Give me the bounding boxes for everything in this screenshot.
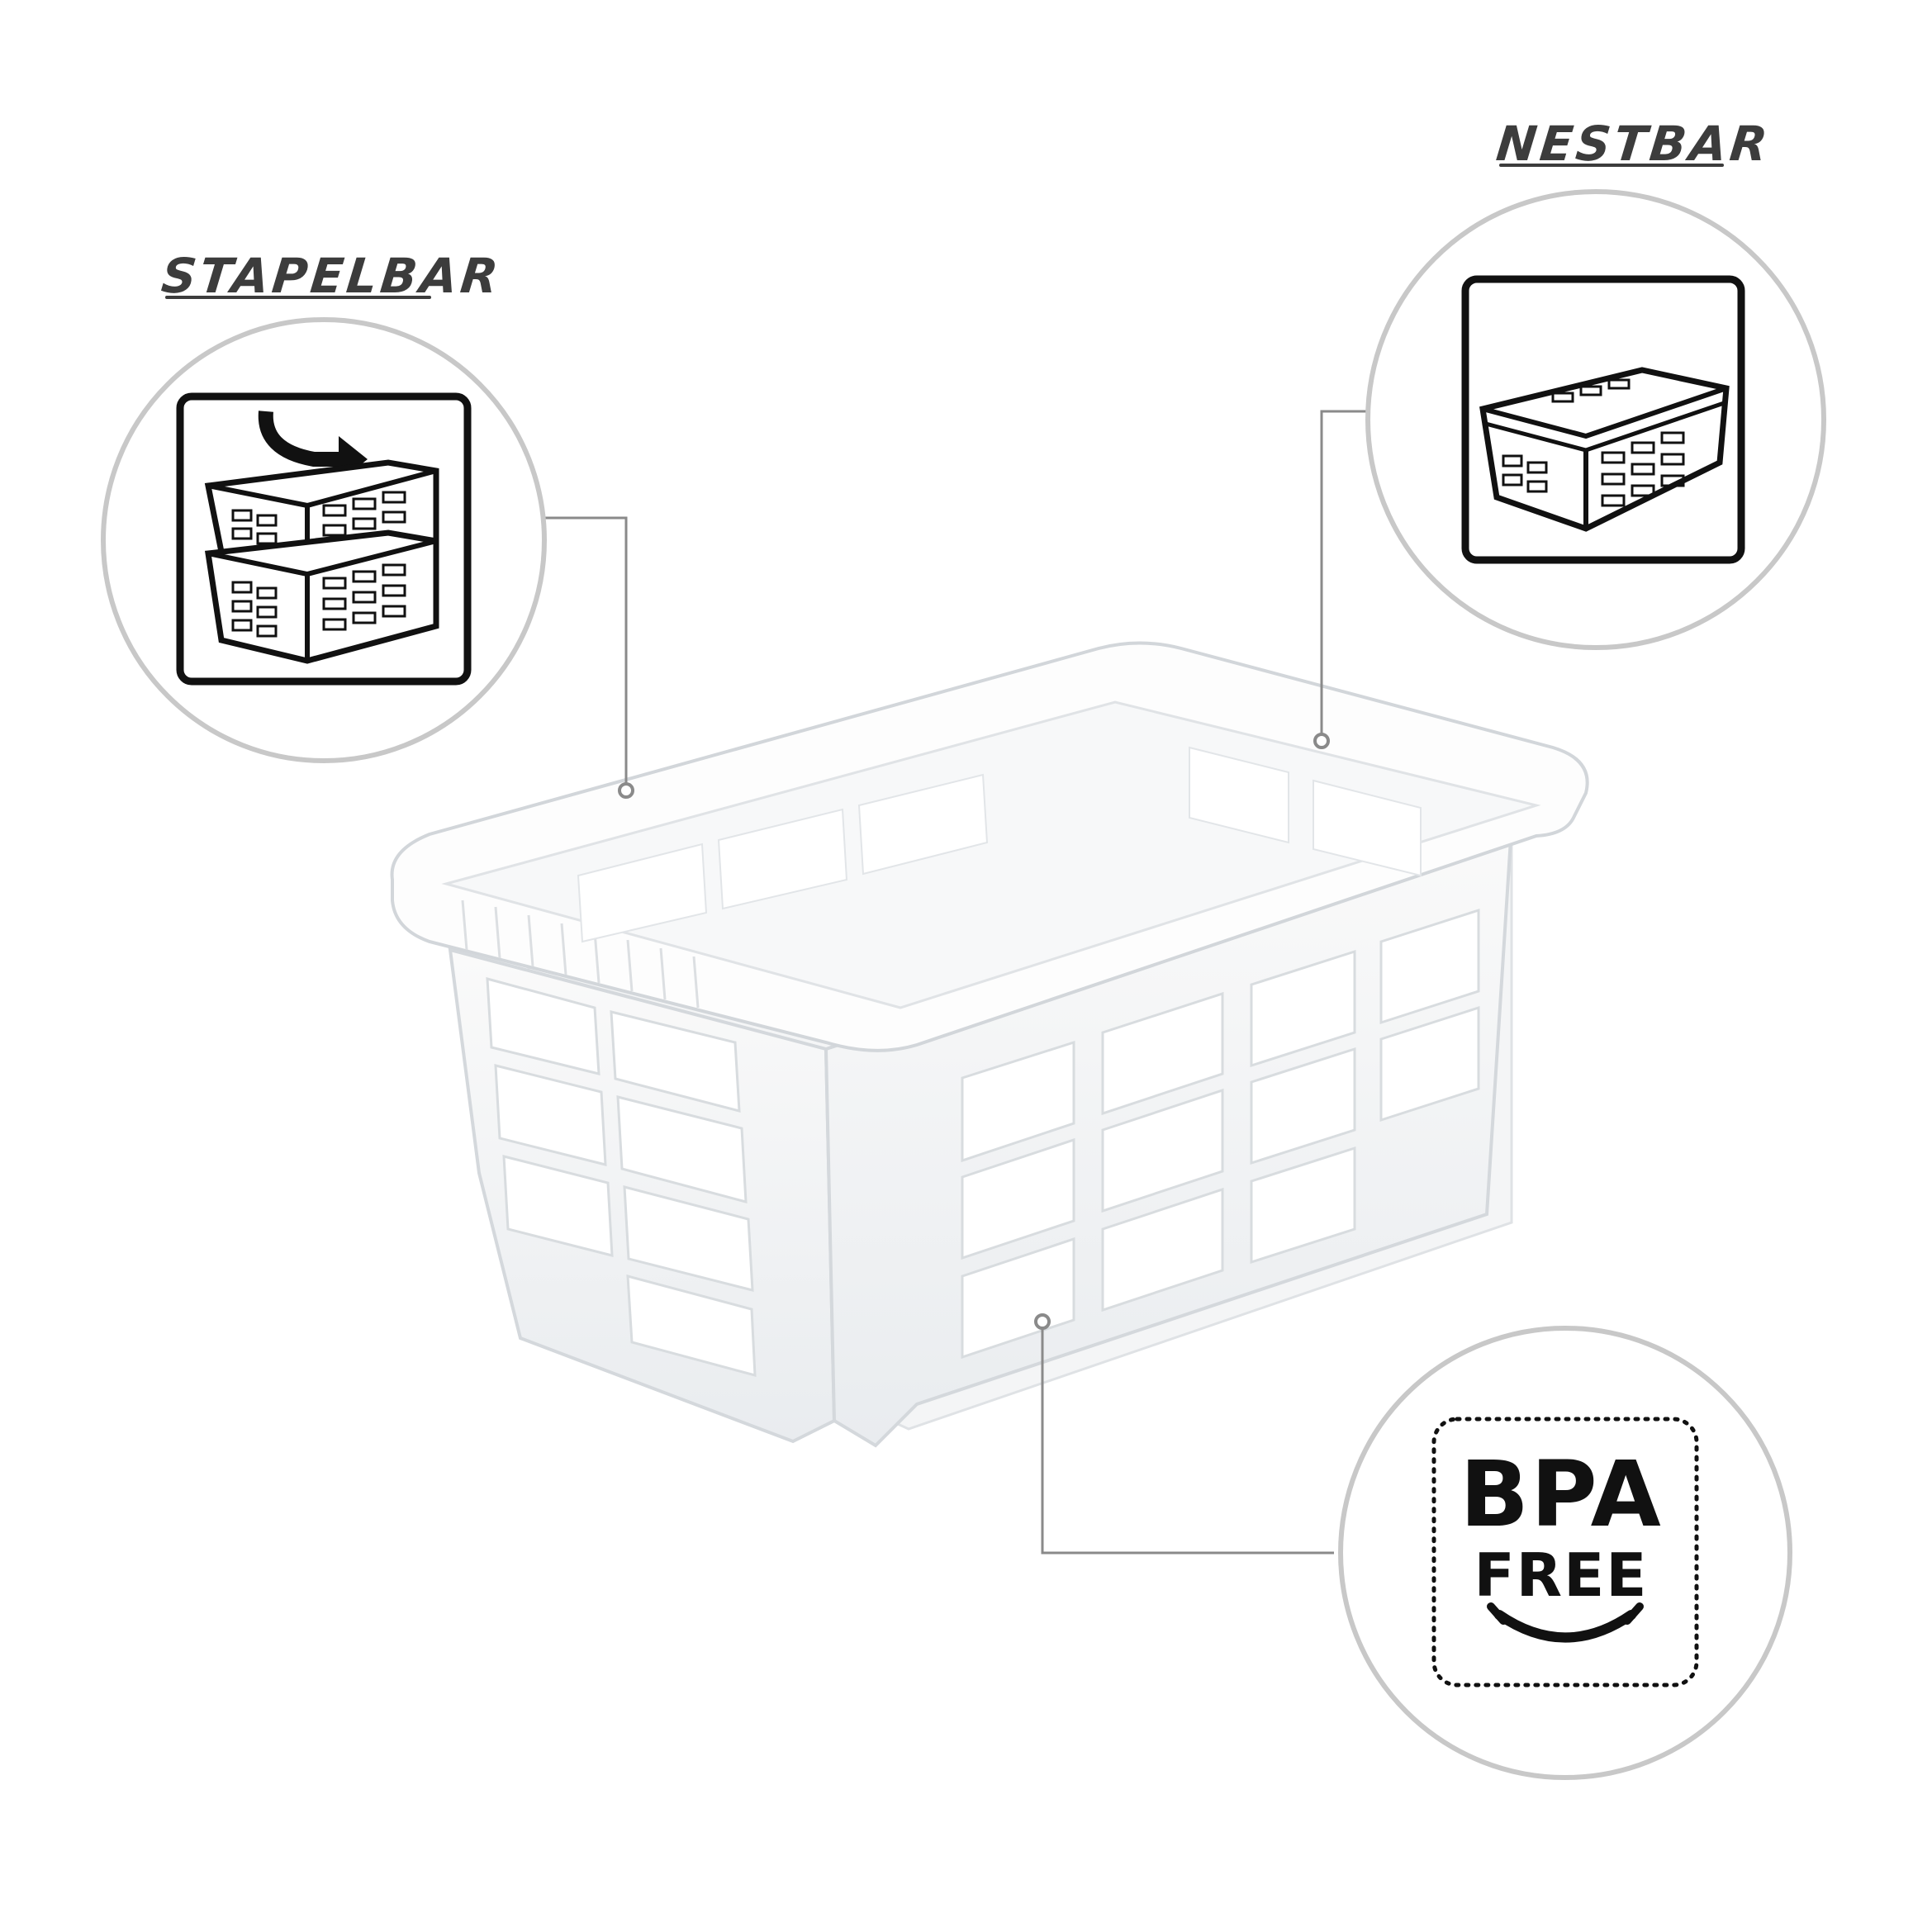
free-label: FREE [1474, 1540, 1649, 1610]
laundry-basket-image [390, 641, 1589, 1448]
connector-lines [540, 410, 1367, 1555]
smile-icon [1487, 1602, 1644, 1643]
label-stapelbar-underline [165, 296, 431, 299]
label-nestbar-underline [1499, 164, 1724, 167]
feature-circle-stapelbar [101, 317, 547, 763]
bpa-label: BPA [1460, 1441, 1663, 1547]
feature-circle-nestbar [1365, 189, 1826, 650]
bpa-dotted-frame [1431, 1417, 1699, 1688]
connector-bpa [1041, 1322, 1334, 1555]
connector-stapelbar [540, 516, 628, 788]
nested-baskets-icon [1461, 275, 1745, 564]
connector-dot-stapelbar [618, 782, 634, 799]
stacked-baskets-icon [176, 392, 472, 686]
feature-circle-bpa-free [1338, 1326, 1792, 1780]
connector-dot-nestbar [1313, 733, 1330, 749]
connector-dot-bpa [1034, 1313, 1051, 1330]
connector-nestbar [1320, 410, 1367, 738]
